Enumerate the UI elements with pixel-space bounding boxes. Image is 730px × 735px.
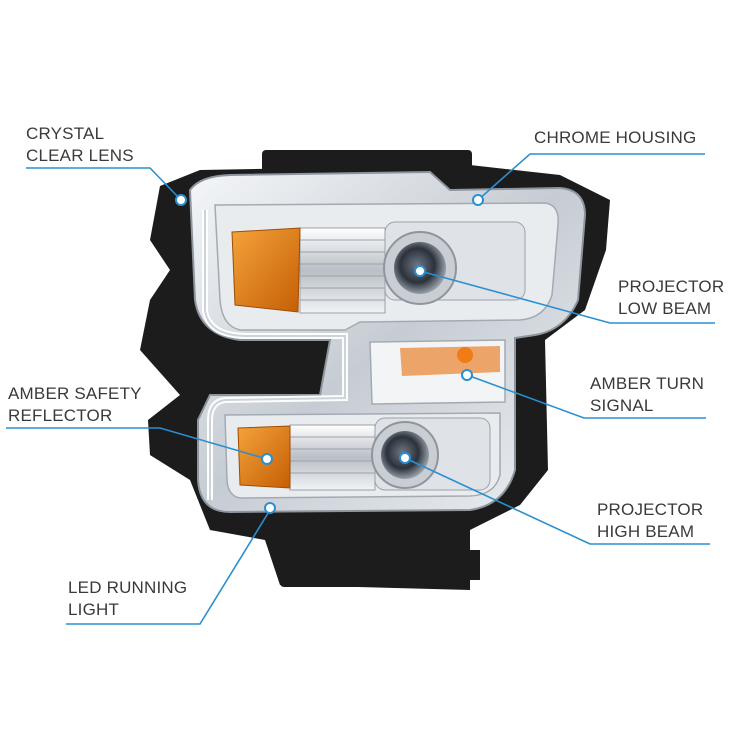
label-line: AMBER TURN — [590, 374, 705, 393]
high-beam-projector — [371, 417, 491, 491]
turn-signal-point — [461, 369, 473, 381]
label-line: LOW BEAM — [618, 299, 712, 318]
label-line: CRYSTAL — [26, 124, 105, 143]
upper-ribs — [299, 227, 386, 314]
callout-amber-safety-reflector: AMBER SAFETY REFLECTOR — [8, 383, 142, 427]
label-line: CHROME HOUSING — [534, 128, 697, 147]
callout-chrome-housing: CHROME HOUSING — [534, 127, 696, 149]
lower-ribs — [289, 424, 376, 491]
callout-projector-low-beam: PROJECTOR LOW BEAM — [618, 276, 724, 320]
label-line: CLEAR LENS — [26, 146, 134, 165]
turn-amber — [400, 346, 500, 376]
callout-crystal-clear-lens: CRYSTAL CLEAR LENS — [26, 123, 134, 167]
callout-dots — [175, 194, 484, 514]
label-line: LIGHT — [68, 600, 120, 619]
label-line: REFLECTOR — [8, 406, 113, 425]
callout-amber-turn-signal: AMBER TURN SIGNAL — [590, 373, 704, 417]
callout-led-running-light: LED RUNNING LIGHT — [68, 577, 187, 621]
label-line: PROJECTOR — [597, 500, 704, 519]
callout-projector-high-beam: PROJECTOR HIGH BEAM — [597, 499, 703, 543]
label-line: LED RUNNING — [68, 578, 188, 597]
label-line: HIGH BEAM — [597, 522, 695, 541]
callout-lines — [6, 153, 715, 625]
chrome-point — [472, 194, 484, 206]
low-beam-projector — [383, 221, 526, 305]
low-beam-point — [414, 265, 426, 277]
high-beam-point — [399, 452, 411, 464]
led-point — [264, 502, 276, 514]
label-line: AMBER SAFETY — [8, 384, 142, 403]
lens-point — [175, 194, 187, 206]
amber-reflector-point — [261, 453, 273, 465]
label-line: SIGNAL — [590, 396, 654, 415]
upper-amber-reflector — [231, 227, 301, 313]
label-line: PROJECTOR — [618, 277, 725, 296]
